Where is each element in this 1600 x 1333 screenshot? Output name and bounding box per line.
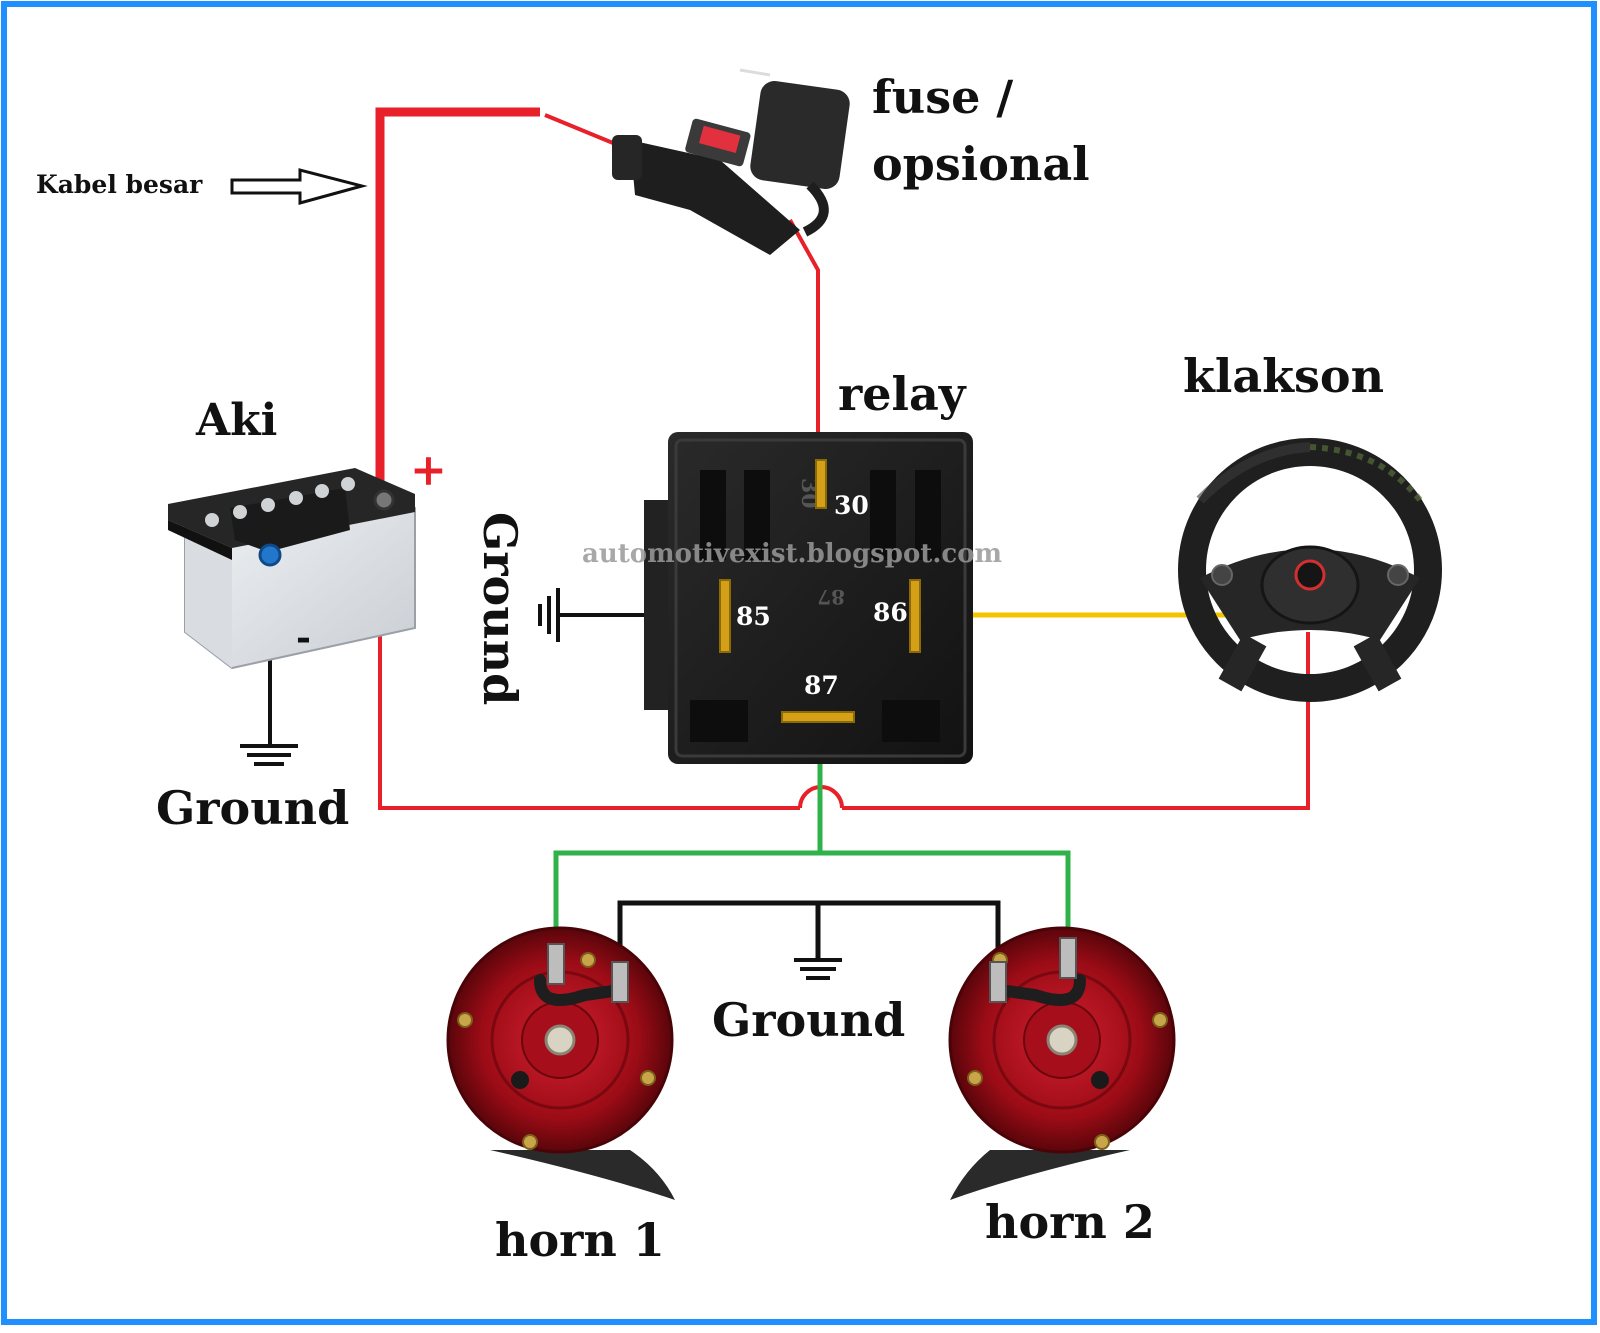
pin30-label: 30 bbox=[834, 491, 869, 520]
ground-symbol-relay bbox=[538, 588, 560, 642]
label-horn-2: horn 2 bbox=[985, 1195, 1155, 1249]
label-negative: - bbox=[296, 617, 311, 659]
positive-terminal-icon bbox=[373, 489, 395, 511]
label-aki: Aki bbox=[195, 395, 277, 446]
negative-terminal-icon bbox=[258, 543, 282, 567]
pin30-feed-wire bbox=[788, 219, 820, 460]
relay-pin-86 bbox=[909, 579, 921, 653]
horn-1-icon bbox=[446, 926, 675, 1200]
label-fuse-line1: fuse / bbox=[872, 70, 1013, 124]
horn-button-icon bbox=[1294, 559, 1326, 591]
label-ground-relay: Ground bbox=[473, 512, 527, 705]
relay-icon: 30 87 30 85 86 87 bbox=[644, 432, 973, 764]
label-horn-1: horn 1 bbox=[495, 1213, 665, 1267]
ground-symbol-horns bbox=[794, 958, 842, 980]
main-power-wire bbox=[375, 107, 540, 500]
horn-ground-wire bbox=[617, 900, 1001, 962]
watermark: automotivexist.blogspot.com bbox=[582, 539, 1002, 569]
thick-cable-arrow-icon bbox=[230, 168, 368, 205]
relay-pin-30 bbox=[815, 459, 827, 509]
relay-pin-87 bbox=[781, 711, 855, 723]
horn-2-terminal-ground bbox=[989, 961, 1007, 1003]
inline-fuse-holder-icon bbox=[612, 68, 850, 255]
relay-pin-85 bbox=[719, 579, 731, 653]
horn-1-terminal-positive bbox=[547, 943, 565, 985]
pin85-label: 85 bbox=[736, 602, 771, 631]
label-klakson: klakson bbox=[1183, 349, 1384, 403]
label-positive: + bbox=[410, 445, 447, 496]
label-fuse-line2: opsional bbox=[872, 137, 1090, 191]
horn-1-terminal-ground bbox=[611, 961, 629, 1003]
label-kabel-besar: Kabel besar bbox=[36, 170, 203, 199]
label-ground-battery: Ground bbox=[156, 781, 349, 835]
pin86-label: 86 bbox=[873, 598, 908, 627]
pin87-label: 87 bbox=[804, 671, 839, 700]
horn-2-terminal-positive bbox=[1059, 937, 1077, 979]
label-relay: relay bbox=[838, 367, 967, 421]
horn-2-icon bbox=[948, 926, 1176, 1200]
horn-supply-wire bbox=[553, 850, 1071, 944]
car-battery-icon bbox=[168, 468, 416, 670]
pin87-emboss: 87 bbox=[817, 585, 845, 609]
ground-symbol-battery bbox=[240, 744, 298, 766]
label-ground-horns: Ground bbox=[712, 993, 905, 1047]
steering-wheel-icon bbox=[1178, 438, 1442, 702]
